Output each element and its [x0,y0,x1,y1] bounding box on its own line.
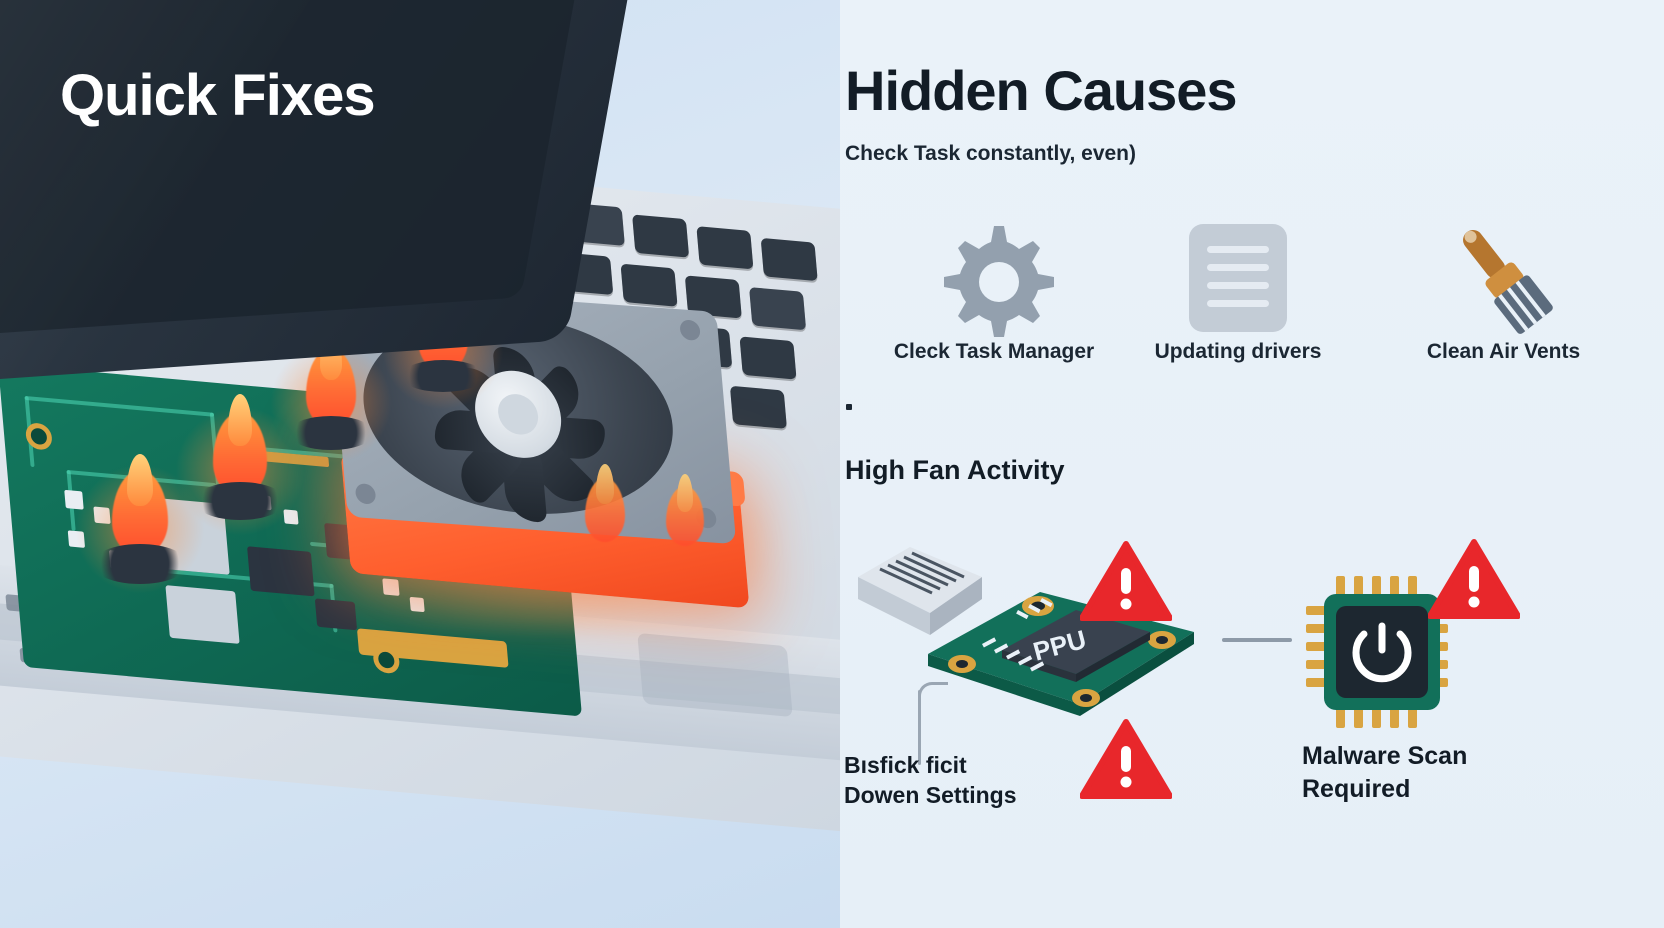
heatsink-block-icon [850,525,990,635]
bottom-left-label-line1: Bısfick ficit [844,752,967,778]
laptop-trackpad [637,632,793,718]
gear-icon [844,215,1144,340]
section-title-fan-activity: High Fan Activity [845,455,1065,485]
power-chip-icon [1302,572,1462,732]
cause-label: Updating drivers [1154,340,1322,363]
document-lines-icon [1098,215,1378,340]
warning-triangle-icon [1079,718,1173,805]
bottom-left-label: Bısfick ficit Dowen Settings [844,750,1017,811]
bottom-diagram: PPU [840,510,1664,928]
warning-triangle-icon [1079,540,1173,627]
left-panel-quick-fixes: Quick Fixes [0,0,840,928]
warning-triangle-icon [1427,538,1521,625]
right-panel-hidden-causes: Hidden Causes Check Task constantly, eve… [840,0,1664,928]
left-panel-title: Quick Fixes [60,63,376,128]
page-title: Hidden Causes [845,59,1238,122]
callout-lead-line [918,690,921,765]
bottom-right-label: Malware Scan Required [1302,740,1592,805]
bottom-right-label-line2: Required [1302,774,1411,803]
cause-label: Clean Air Vents [1426,340,1581,363]
callout-lead-curve [918,682,948,704]
cause-item-drivers[interactable]: Updating drivers [1098,215,1378,364]
bottom-left-label-line2: Dowen Settings [844,782,1017,809]
cause-item-air-vents[interactable]: Clean Air Vents [1346,215,1661,364]
page-subtitle: Check Task constantly, even) [845,142,1136,165]
heat-flame [650,460,720,560]
stray-punctuation-mark [846,404,852,410]
icon-row: Cleck Task Manager Updating drivers [840,215,1664,395]
cause-item-task-manager[interactable]: Cleck Task Manager [844,215,1144,364]
heat-flame [75,440,205,594]
cause-label: Cleck Task Manager [893,340,1095,363]
connector-line [1222,638,1292,642]
heat-flame [570,452,640,552]
bottom-right-label-line1: Malware Scan [1302,742,1468,770]
paintbrush-icon [1346,215,1661,340]
